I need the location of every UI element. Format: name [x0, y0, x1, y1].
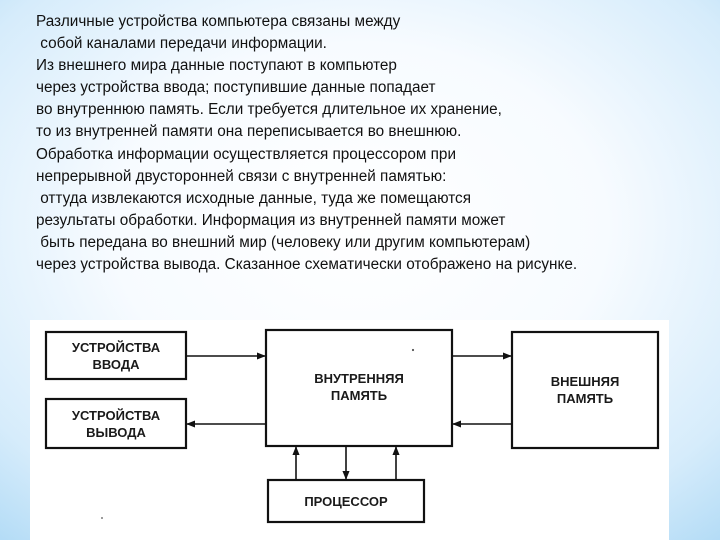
- external-memory-label-line1: ВНЕШНЯЯ: [551, 374, 620, 389]
- processor-box: ПРОЦЕССОР: [266, 478, 426, 524]
- processor-label: ПРОЦЕССОР: [304, 494, 388, 509]
- text-line: Обработка информации осуществляется проц…: [36, 145, 456, 163]
- internal-memory-label-line1: ВНУТРЕННЯЯ: [314, 371, 404, 386]
- external-memory-box: ВНЕШНЯЯ ПАМЯТЬ: [510, 330, 660, 450]
- internal-memory-label-line2: ПАМЯТЬ: [331, 388, 387, 403]
- scan-speck: [101, 517, 103, 519]
- external-memory-label-line2: ПАМЯТЬ: [557, 391, 613, 406]
- input-devices-label-line2: ВВОДА: [92, 357, 140, 372]
- text-line: собой каналами передачи информации.: [36, 35, 327, 53]
- diagram-canvas: УСТРОЙСТВА ВВОДА УСТРОЙСТВА ВЫВОДА ВНУТР…: [44, 328, 660, 524]
- input-devices-box: УСТРОЙСТВА ВВОДА: [44, 330, 188, 381]
- text-line: через устройства вывода. Сказанное схема…: [36, 256, 578, 274]
- description-text: Различные устройства компьютера связаны …: [36, 11, 706, 276]
- text-line: оттуда извлекаются исходные данные, туда…: [36, 189, 471, 207]
- text-line: результаты обработки. Информация из внут…: [36, 211, 506, 229]
- text-line: быть передана во внешний мир (человеку и…: [36, 233, 531, 251]
- text-line: непрерывной двусторонней связи с внутрен…: [36, 167, 447, 185]
- output-devices-label-line1: УСТРОЙСТВА: [72, 408, 161, 423]
- text-line: через устройства ввода; поступившие данн…: [36, 79, 436, 97]
- computer-structure-diagram: УСТРОЙСТВА ВВОДА УСТРОЙСТВА ВЫВОДА ВНУТР…: [30, 320, 669, 540]
- text-line: Различные устройства компьютера связаны …: [36, 13, 401, 30]
- text-line: во внутреннюю память. Если требуется дли…: [36, 101, 502, 119]
- output-devices-label-line2: ВЫВОДА: [86, 425, 146, 440]
- internal-memory-box: ВНУТРЕННЯЯ ПАМЯТЬ: [264, 328, 454, 448]
- text-line: то из внутренней памяти она переписывает…: [36, 123, 462, 141]
- text-line: Из внешнего мира данные поступают в комп…: [36, 57, 397, 75]
- output-devices-box: УСТРОЙСТВА ВЫВОДА: [44, 397, 188, 450]
- scan-speck: [411, 348, 415, 352]
- input-devices-label-line1: УСТРОЙСТВА: [72, 340, 161, 355]
